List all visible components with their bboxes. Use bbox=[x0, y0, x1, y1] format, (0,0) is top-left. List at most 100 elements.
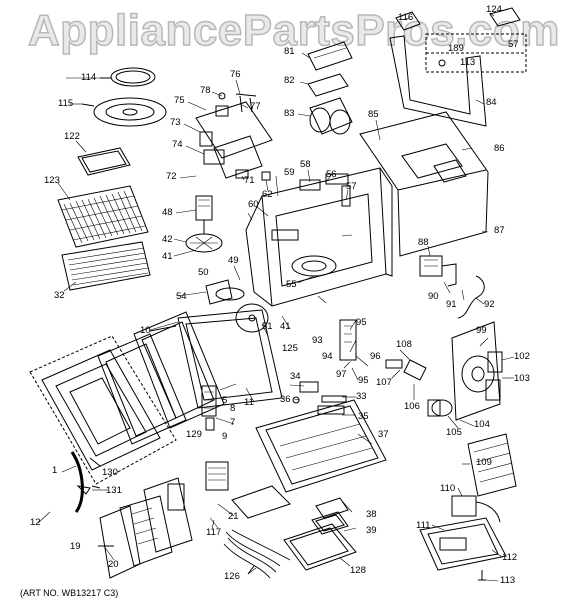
callout-122: 122 bbox=[64, 131, 80, 142]
outer-case-87[interactable] bbox=[359, 111, 489, 257]
door-frame-129[interactable] bbox=[97, 333, 187, 445]
callout-92: 92 bbox=[484, 299, 495, 310]
callout-104: 104 bbox=[474, 419, 490, 430]
callout-10: 10 bbox=[140, 325, 151, 336]
charcoal-filter-122[interactable] bbox=[77, 147, 131, 176]
callout-37: 37 bbox=[378, 429, 389, 440]
callout-21: 21 bbox=[228, 511, 239, 522]
damper-81[interactable] bbox=[307, 41, 353, 71]
wire-harness-126[interactable] bbox=[223, 529, 291, 579]
motor-105[interactable] bbox=[427, 399, 453, 417]
callout-128: 128 bbox=[350, 565, 366, 576]
callout-55: 55 bbox=[286, 279, 297, 290]
callout-130: 130 bbox=[102, 467, 118, 478]
callout-41-right: 41 bbox=[280, 321, 291, 332]
callout-42: 42 bbox=[162, 234, 173, 245]
fan-blade-42[interactable] bbox=[185, 233, 223, 253]
callout-36: 36 bbox=[280, 394, 291, 405]
callout-125: 125 bbox=[282, 343, 298, 354]
latch-parts-33-36[interactable] bbox=[292, 381, 347, 415]
callout-58: 58 bbox=[300, 159, 311, 170]
callout-126: 126 bbox=[224, 571, 240, 582]
callout-115: 115 bbox=[58, 98, 74, 109]
filter-128[interactable] bbox=[283, 523, 357, 571]
callout-113-bottom: 113 bbox=[500, 575, 516, 586]
callout-73: 73 bbox=[170, 117, 181, 128]
callout-71: 71 bbox=[244, 175, 255, 186]
callout-93: 93 bbox=[312, 335, 323, 346]
callout-109: 109 bbox=[476, 457, 492, 468]
callout-76: 76 bbox=[230, 69, 241, 80]
transformer-88[interactable] bbox=[419, 255, 457, 287]
cord-92[interactable] bbox=[457, 275, 485, 319]
callout-72: 72 bbox=[166, 171, 177, 182]
filter-109[interactable] bbox=[467, 433, 517, 497]
callout-102: 102 bbox=[514, 351, 530, 362]
callout-103: 103 bbox=[514, 373, 530, 384]
stirrer-motor-93[interactable] bbox=[339, 319, 357, 361]
callout-78: 78 bbox=[200, 85, 211, 96]
callout-129: 129 bbox=[186, 429, 202, 440]
callout-51: 51 bbox=[262, 321, 273, 332]
magnetron-assembly[interactable] bbox=[195, 92, 273, 181]
callout-86: 86 bbox=[494, 143, 505, 154]
filter-cover-bottom[interactable] bbox=[231, 485, 291, 519]
screw-113[interactable] bbox=[478, 570, 486, 581]
bracket-54[interactable] bbox=[205, 279, 233, 305]
callout-95-top: 95 bbox=[356, 317, 367, 328]
callout-32: 32 bbox=[54, 290, 65, 301]
callout-50: 50 bbox=[198, 267, 209, 278]
top-bracket-124[interactable] bbox=[489, 7, 521, 27]
callout-111: 111 bbox=[416, 520, 431, 531]
damper-82[interactable] bbox=[307, 73, 349, 97]
motor-48[interactable] bbox=[195, 195, 213, 234]
parts-box-57[interactable] bbox=[425, 33, 527, 73]
top-bracket-116[interactable] bbox=[395, 11, 421, 31]
transformer-110[interactable] bbox=[451, 495, 501, 523]
callout-97: 97 bbox=[336, 369, 347, 380]
callout-41-left: 41 bbox=[162, 251, 173, 262]
art-number: (ART NO. WB13217 C3) bbox=[20, 588, 119, 598]
control-panel-20[interactable] bbox=[119, 495, 173, 567]
pad-39[interactable] bbox=[311, 511, 349, 535]
leader-lines bbox=[37, 12, 515, 582]
callout-7: 7 bbox=[230, 417, 236, 428]
door-assembly[interactable] bbox=[29, 335, 177, 485]
thermostat-parts[interactable] bbox=[385, 359, 427, 381]
handle-screw-131[interactable] bbox=[76, 485, 91, 495]
callout-35: 35 bbox=[358, 411, 369, 422]
callout-83: 83 bbox=[284, 108, 295, 119]
callout-34: 34 bbox=[290, 371, 301, 382]
door-handle-130[interactable] bbox=[70, 451, 101, 513]
callout-39: 39 bbox=[366, 525, 377, 536]
watermark: AppliancePartsPros.com bbox=[27, 5, 560, 56]
control-board-parts[interactable] bbox=[143, 461, 229, 553]
callout-1: 1 bbox=[52, 465, 58, 476]
vent-motor-83[interactable] bbox=[309, 97, 353, 135]
callout-110: 110 bbox=[440, 483, 456, 494]
pad-38[interactable] bbox=[315, 497, 349, 519]
grille-vent-32[interactable] bbox=[61, 241, 151, 291]
stirrer-plate-51[interactable] bbox=[235, 303, 269, 333]
callout-60: 60 bbox=[248, 199, 259, 210]
callout-8: 8 bbox=[230, 403, 236, 414]
callout-62: 62 bbox=[262, 189, 273, 200]
callout-96: 96 bbox=[370, 351, 381, 362]
control-panel-19[interactable] bbox=[98, 505, 141, 579]
callout-114: 114 bbox=[81, 72, 97, 83]
oven-rack-123[interactable] bbox=[57, 185, 149, 248]
callout-106: 106 bbox=[404, 401, 420, 412]
callout-20: 20 bbox=[108, 559, 119, 570]
callout-49: 49 bbox=[228, 255, 239, 266]
mounting-bracket-84[interactable] bbox=[389, 35, 487, 127]
choke-cover-10[interactable] bbox=[149, 309, 283, 409]
turntable-ring-114[interactable] bbox=[100, 67, 156, 87]
glass-turntable-115[interactable] bbox=[81, 97, 167, 127]
callout-105: 105 bbox=[446, 427, 462, 438]
callout-33: 33 bbox=[356, 391, 367, 402]
callout-54: 54 bbox=[176, 291, 187, 302]
blower-assembly-103[interactable] bbox=[451, 321, 503, 421]
latch-parts[interactable] bbox=[201, 385, 217, 431]
base-plate-112[interactable] bbox=[419, 517, 507, 571]
